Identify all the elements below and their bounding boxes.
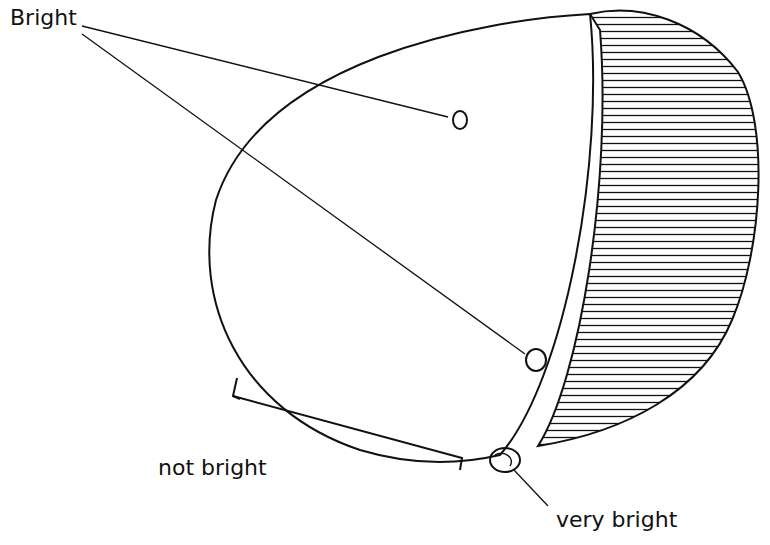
bright-spot	[453, 111, 467, 129]
disc-face	[209, 14, 593, 462]
spot-shade	[495, 453, 511, 466]
very-bright-spot	[490, 448, 520, 472]
annotation-label: not bright	[158, 456, 267, 480]
leader-line	[82, 26, 448, 117]
annotation-label: Bright	[10, 6, 77, 30]
leader-line	[514, 470, 548, 506]
annotation-label: very bright	[556, 508, 677, 532]
bracket	[233, 396, 240, 399]
leader-line	[82, 34, 525, 354]
bright-spot	[526, 349, 546, 371]
bracket	[233, 378, 462, 470]
